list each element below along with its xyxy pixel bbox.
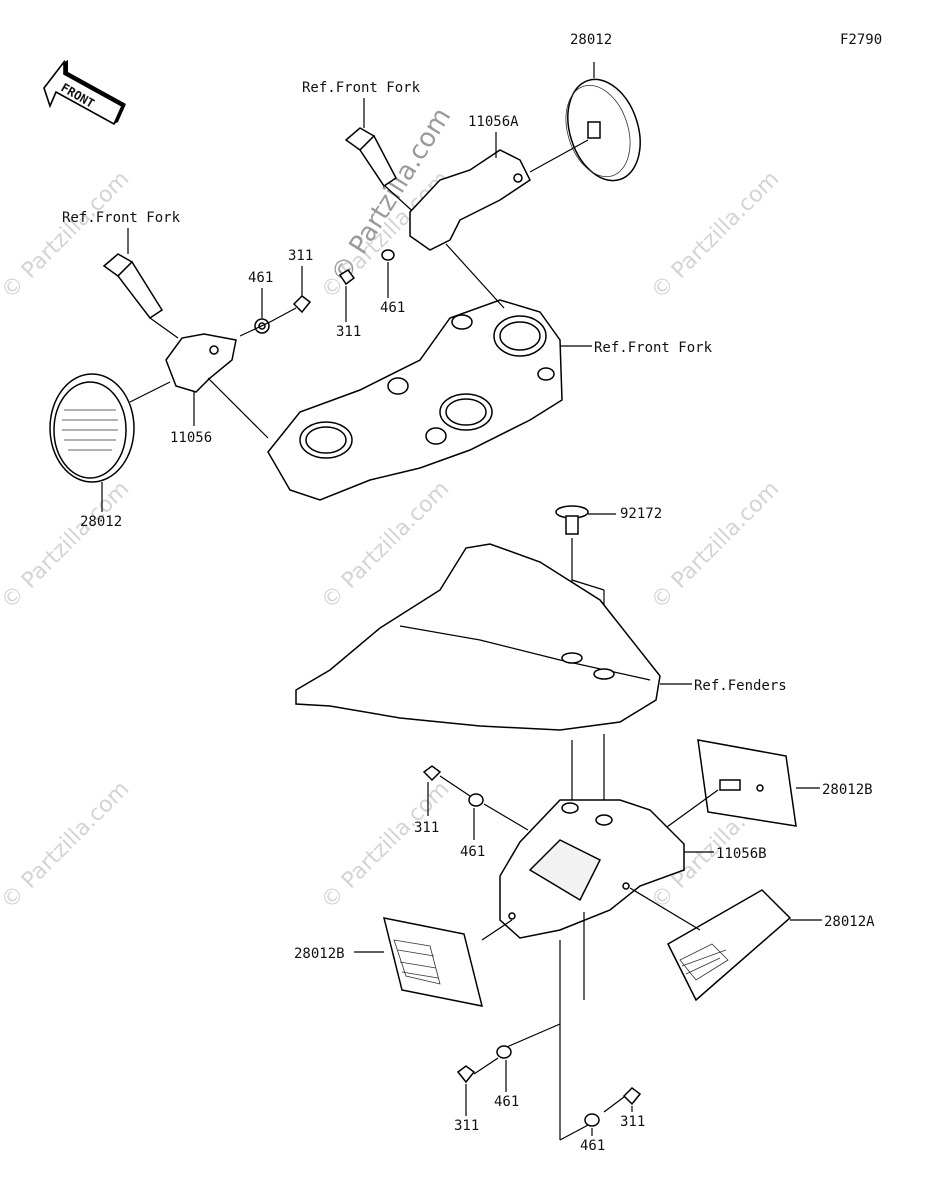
watermark: © Partzilla.com [0, 477, 134, 615]
fender [295, 543, 661, 731]
watermark: © Partzilla.com [647, 167, 785, 305]
bracket-11056 [165, 333, 237, 393]
label-28012B-right: 28012B [822, 782, 873, 798]
label-11056B: 11056B [716, 846, 767, 862]
label-ref-fenders: Ref.Fenders [694, 678, 787, 694]
washer-461-center [381, 249, 395, 261]
fork-triple-clamp [267, 299, 563, 501]
label-461-upper: 461 [460, 844, 485, 860]
watermark: © Partzilla.com [647, 477, 785, 615]
washer-461-upper [468, 793, 484, 807]
label-311-upper: 311 [414, 820, 439, 836]
label-ref-front-fork-left: Ref.Front Fork [62, 210, 181, 226]
label-ref-front-fork-top: Ref.Front Fork [302, 80, 421, 96]
label-28012B-left: 28012B [294, 946, 345, 962]
bolt-left [102, 253, 179, 339]
bracket-11056B [499, 799, 685, 939]
reflector-28012B-right [659, 739, 797, 833]
washer-461-lower-left [496, 1045, 512, 1059]
label-461-left: 461 [248, 270, 273, 286]
bracket-11056A [409, 149, 531, 251]
label-461-lower-left: 461 [494, 1094, 519, 1110]
front-arrow-icon: FRONT [43, 59, 126, 126]
reflector-28012A [629, 887, 792, 1002]
label-311-left: 311 [288, 248, 313, 264]
label-92172: 92172 [620, 506, 662, 522]
label-28012A: 28012A [824, 914, 875, 930]
figure-code: F2790 [840, 32, 882, 48]
label-311-center: 311 [336, 324, 361, 340]
watermark: © Partzilla.com [0, 777, 134, 915]
reflector-28012-top [529, 62, 641, 182]
nut-311-upper [422, 765, 442, 782]
nut-311-left [292, 295, 312, 314]
nut-311-center [338, 268, 356, 286]
label-11056A: 11056A [468, 114, 519, 130]
label-311-lower-right: 311 [620, 1114, 645, 1130]
nut-311-lower-right [622, 1087, 642, 1106]
reflector-28012B-left [382, 917, 513, 1007]
label-461-center: 461 [380, 300, 405, 316]
washer-461-lower-right [584, 1113, 600, 1127]
label-28012-top: 28012 [570, 32, 612, 48]
watermark: © Partzilla.com [0, 167, 134, 305]
label-461-lower-right: 461 [580, 1138, 605, 1154]
watermark: © Partzilla.com [317, 777, 455, 915]
label-ref-front-fork-right: Ref.Front Fork [594, 340, 713, 356]
label-28012-left: 28012 [80, 514, 122, 530]
label-11056: 11056 [170, 430, 212, 446]
label-311-lower-left: 311 [454, 1118, 479, 1134]
reflector-28012-left [49, 373, 171, 483]
nut-311-lower-left [456, 1065, 476, 1084]
